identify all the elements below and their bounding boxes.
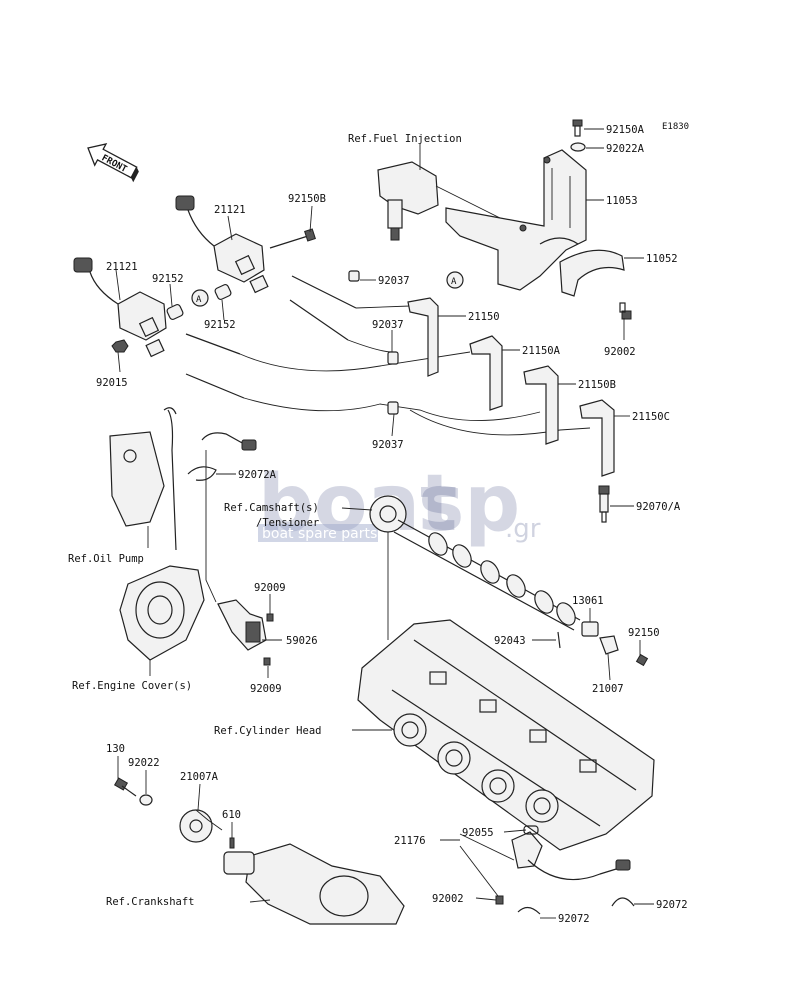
watermark-tagline: boat spare parts [262,526,377,542]
label-21121-upper: 21121 [214,204,246,216]
label-92152-a: 92152 [152,273,184,285]
label-92022A: 92022A [606,143,645,155]
label-13061: 13061 [572,595,604,607]
label-21121-lower: 21121 [106,261,138,273]
ref-oil-pump: Ref.Oil Pump [68,553,144,565]
cap-92152-a [166,303,184,321]
clamp-92037-c [387,401,399,415]
label-92037-c: 92037 [372,439,404,451]
label-92070A: 92070/A [636,501,681,513]
label-92150A: 92150A [606,124,645,136]
ref-engine-cover: Ref.Engine Cover(s) [72,680,192,692]
watermark-tagline-band [258,524,378,542]
plug-cap-21150A [469,335,503,411]
watermark: boat sp .gr boat spare parts [258,459,541,549]
sensor-13061 [581,621,599,637]
bracket-11053 [445,149,587,291]
label-610: 610 [222,809,241,821]
plug-cap-21150 [407,297,439,377]
clip-92072-b [611,897,635,907]
label-59026: 59026 [286,635,318,647]
camshaft [369,495,581,631]
washer-92022A [570,142,586,152]
label-92037-b: 92037 [372,319,404,331]
marker-a-left [191,289,209,307]
plug-cap-21150C [579,399,615,477]
label-21150B: 21150B [578,379,616,391]
key-610 [229,837,235,849]
ref-fuel-injection: Ref.Fuel Injection [348,133,462,145]
marker-a-right [446,271,464,289]
fuel-injection-assembly [377,161,521,241]
cylinder-head [357,619,655,851]
label-21007A: 21007A [180,771,219,783]
label-92009-a: 92009 [254,582,286,594]
label-92072-a: 92072 [558,913,590,925]
label-92009-b: 92009 [250,683,282,695]
clamp-11052 [559,249,625,297]
clamp-92037-b [387,351,399,365]
label-11053: 11053 [606,195,638,207]
bolt-130-shaft [121,785,137,797]
label-21150: 21150 [468,311,500,323]
label-92015: 92015 [96,377,128,389]
ref-cylinder-head: Ref.Cylinder Head [214,725,321,737]
marker-a-right-label: A [451,277,457,287]
ref-tensioner: /Tensioner [256,517,319,529]
label-21176: 21176 [394,835,426,847]
rotor-21007 [599,635,619,655]
label-21007: 21007 [592,683,624,695]
label-92002-top: 92002 [604,346,636,358]
clip-92072A [187,466,217,481]
label-92150B: 92150B [288,193,326,205]
label-92072A: 92072A [238,469,277,481]
ignition-coil-21121-upper [175,195,269,294]
washer-92022 [139,794,153,806]
bolt-92150B [269,228,316,249]
ref-crankshaft: Ref.Crankshaft [106,896,195,908]
bolt-92009-b [263,657,271,666]
label-92150: 92150 [628,627,660,639]
engine-cover [119,565,205,661]
oil-pump-bracket [109,407,177,551]
pin-92043 [557,631,561,649]
cap-92152-b [214,283,232,301]
label-130: 130 [106,743,125,755]
label-11052: 11052 [646,253,678,265]
crankshaft [223,843,405,925]
marker-a-left-label: A [196,295,202,305]
label-92002-bottom: 92002 [432,893,464,905]
label-92022: 92022 [128,757,160,769]
clip-92072-a [517,906,541,915]
pickup-coil-59026 [217,599,267,651]
label-21150A: 21150A [522,345,561,357]
crank-sensor-21176 [511,825,631,881]
ref-camshaft: Ref.Camshaft(s) [224,502,319,514]
label-21150C: 21150C [632,411,670,423]
plug-cap-21150B [523,365,559,445]
label-92072-b: 92072 [656,899,688,911]
front-arrow-icon: FRONT [87,143,139,183]
bolt-92150A [572,119,583,137]
diagram-code: E1830 [662,122,689,132]
sensor-wire [201,432,257,603]
bolt-92150 [635,653,649,667]
bolt-92002-top [619,302,632,320]
timing-rotor-21007A [179,809,223,843]
watermark-suffix: .gr [505,514,541,544]
spark-plug-92070A [598,485,610,523]
nut-92015 [111,339,129,353]
leader-lines [115,128,654,919]
label-92152-b: 92152 [204,319,236,331]
ignition-coil-21121-lower [73,257,167,358]
label-92037-a: 92037 [378,275,410,287]
label-92043: 92043 [494,635,526,647]
label-92055: 92055 [462,827,494,839]
bolt-92009-a [266,613,274,622]
bolt-92002-bottom [495,895,504,905]
clamp-92037-a [348,270,360,282]
